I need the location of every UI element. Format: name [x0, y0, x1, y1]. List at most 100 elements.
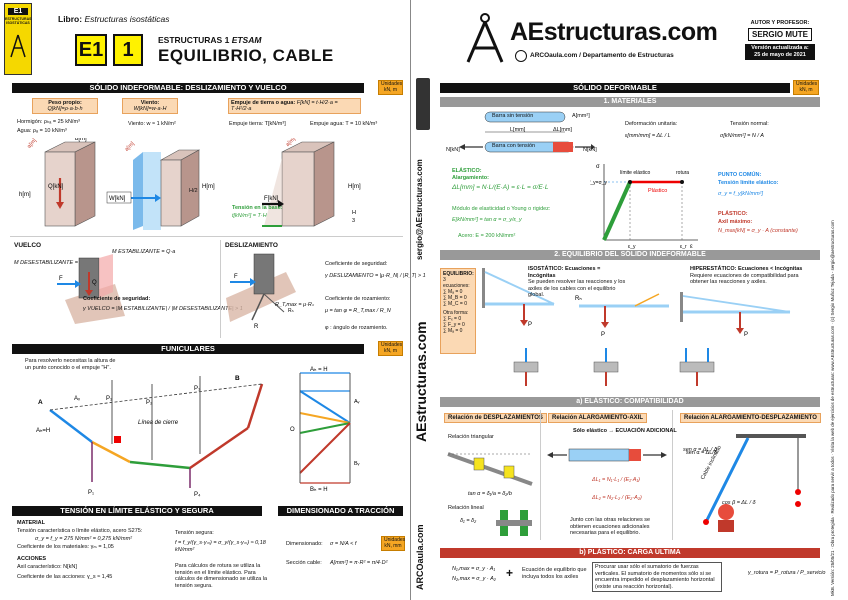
svg-text:H[m]: H[m] — [202, 184, 215, 190]
rozamiento-formula: μ = tan φ = R_T,max / R_N — [325, 308, 391, 314]
equilibrio-iso-diagram-2: P Rₕ — [575, 293, 669, 338]
book-cover-line: ESTRUCTURAS — [5, 17, 32, 21]
compat-alargamiento-axil: Relación ALARGAMIENTO-AXIL — [548, 413, 648, 423]
iso-title: ISOSTÁTICO: Ecuaciones = Incógnitas — [528, 266, 601, 279]
equilibrio-iso-diagram-1: P — [482, 268, 555, 328]
viento-value: Viento: w ≈ 1 kN/m² — [128, 121, 176, 127]
rt-max-label: R_T,max = μ·Rₙ — [275, 302, 315, 308]
license-icons — [416, 78, 430, 130]
sumatorio-note: Procurar usar sólo el sumatorio de fuerz… — [592, 562, 722, 592]
number-badge: 1 — [113, 34, 143, 66]
svg-text:h[m]: h[m] — [19, 192, 31, 198]
svg-text:ε: ε — [690, 244, 693, 250]
svg-text:P₁: P₁ — [88, 490, 94, 496]
arco-vertical: ARCOaula.com — [415, 524, 425, 590]
young-label: Módulo de elasticidad o Young o rigidez: — [452, 206, 551, 212]
hiper-body: Requiere ecuaciones de compatibilidad pa… — [690, 272, 799, 286]
acciones-heading: ACCIONES — [17, 556, 47, 562]
arco-logo-icon — [515, 50, 527, 62]
tension-base-label: Tensión en la base: — [232, 205, 283, 211]
acero-value: Acero: E = 200 kN/mm² — [458, 233, 516, 239]
section-title-funiculares: FUNICULARES — [12, 344, 364, 354]
viento-label: Viento: — [140, 100, 160, 106]
svg-text:F: F — [234, 274, 238, 280]
svg-text:A: A — [38, 399, 43, 406]
brand-subtitle: ARCOaula.com / Departamento de Estructur… — [530, 52, 674, 59]
svg-text:Aₕ = H: Aₕ = H — [310, 367, 328, 373]
eq-item: ∑ M_B = 0 — [443, 295, 467, 301]
junto-note: Junto con las otras relaciones se obtien… — [570, 517, 651, 536]
alargamiento-bar-diagram — [547, 448, 667, 462]
alargamiento-formula: ΔL[mm] = N·L/(E·A) = ε·L = σ/E·L — [452, 184, 549, 191]
barra-diagram — [459, 111, 595, 153]
eq-sub: 3 ecuaciones: — [443, 277, 470, 289]
book-name: Estructuras isostáticas — [84, 14, 170, 24]
svg-text:rotura: rotura — [676, 170, 689, 176]
material-line-3: Coeficiente de los materiales: γₘ = 1,05 — [17, 544, 114, 550]
eq-item: ∑ Fₓ = 0 — [443, 316, 462, 322]
h-half-label: H/2 — [189, 188, 198, 194]
svg-text:Aₕ=H: Aₕ=H — [36, 428, 50, 434]
units-badge: Unidades kN, m — [378, 341, 403, 356]
updated-box: Versión actualizada a:25 de mayo de 2021 — [745, 44, 815, 60]
svg-text:Aᵥ: Aᵥ — [354, 399, 360, 405]
compass-logo-icon — [466, 13, 504, 63]
brand-vertical: AEstructuras.com — [413, 321, 429, 442]
n2-max: N₂,max = σ_y · A₂ — [452, 576, 496, 582]
eq-label: EQUILIBRIO: — [443, 271, 474, 277]
lineal-relation: δ₁ = δ₂ — [460, 518, 477, 524]
svg-text:Línea de cierre: Línea de cierre — [138, 420, 179, 426]
seccion-cable-formula: A[mm²] = π·R² = π/4·D² — [330, 560, 388, 566]
svg-text:b[m]: b[m] — [75, 138, 87, 142]
tension-normal-label: Tensión normal: — [730, 121, 769, 127]
svg-text:límite elástico: límite elástico — [620, 170, 651, 176]
svg-text:sen α = ΔL/δ: sen α = ΔL/δ — [686, 450, 717, 456]
iso-body: Se pueden resolver las reacciones y los … — [528, 279, 626, 298]
solo-elastico: Sólo elástico → ECUACIÓN ADICIONAL — [573, 428, 677, 434]
vuelco-title: VUELCO — [14, 242, 42, 249]
barra-sin-label: Barra sin tensión — [492, 113, 534, 119]
svg-text:R: R — [254, 324, 259, 330]
svg-text:B: B — [235, 375, 240, 382]
book-cover: E1 ESTRUCTURAS ISOSTÁTICAS — [4, 3, 32, 75]
svg-text:a[m]: a[m] — [285, 138, 297, 148]
empuje-tierra: Empuje tierra: T[kN/m³] — [229, 121, 286, 127]
acciones-line-2: Coeficiente de las acciones: γ_s ≈ 1,45 — [17, 574, 113, 580]
plus-sign: + — [506, 566, 514, 580]
svg-text:3: 3 — [352, 218, 355, 224]
section-equilibrio: 2. EQUILIBRIO DEL SÓLIDO INDEFORMABLE — [440, 250, 820, 260]
hormigon-value: Hormigón: ρₕₐ = 25 kN/m³ — [17, 119, 80, 125]
tension-base-formula: t[kN/m²] = T·H — [232, 213, 267, 219]
punto-comun-label: PUNTO COMÚN: — [718, 172, 762, 178]
n1-max: N₁,max = σ_y · A₁ — [452, 566, 496, 572]
compat-alargamiento-desplazamiento: Relación ALARGAMIENTO-DESPLAZAMIENTO — [680, 413, 821, 423]
subject: ESTRUCTURAS 1 ETSAM — [158, 35, 261, 45]
svg-text:P₄: P₄ — [194, 492, 201, 498]
funiculares-note: Para resolverlo necesitas la altura de u… — [25, 358, 116, 371]
svg-text:P: P — [528, 322, 532, 328]
delta-l2-formula: ΔL₂ = N₂·L₂ / (E₂·A₂) — [592, 495, 642, 501]
tension-nota: Para cálculos de rotura se utiliza la te… — [175, 563, 268, 589]
tan-relation: tan α = δ₁/a = δ₂/b — [468, 491, 512, 497]
section-title-solido-deformable: SÓLIDO DEFORMABLE — [440, 83, 790, 93]
section-compatibilidad: a) ELÁSTICO: COMPATIBILIDAD — [440, 397, 820, 407]
svg-text:ε_r: ε_r — [680, 244, 687, 250]
eq-item: ∑ Mₐ = 0 — [443, 289, 463, 295]
eq-otra: Otra forma: — [443, 310, 469, 316]
section-title-dimensionado: DIMENSIONADO A TRACCIÓN — [278, 506, 403, 516]
svg-text:Aᵥ: Aᵥ — [74, 396, 80, 402]
relacion-lineal: Relación lineal — [448, 505, 484, 511]
svg-text:P₂: P₂ — [146, 400, 153, 406]
viento-box: Viento:W[kN]=w·a·H — [122, 98, 178, 114]
units-badge: Unidades kN, mm — [381, 536, 405, 551]
svg-text:Rₙ: Rₙ — [288, 308, 294, 314]
agua-value: Agua: ρₐ = 10 kN/m³ — [17, 128, 67, 134]
punto-comun-sub: Tensión límite elástico: — [718, 180, 779, 186]
equilibrio-note: Ecuación de equilibrio que incluya todos… — [522, 567, 587, 580]
svg-text:O: O — [290, 427, 295, 433]
svg-text:ε_y: ε_y — [628, 244, 636, 250]
book-title: Libro: Estructuras isostáticas — [58, 14, 169, 24]
peso-label: Peso propio: — [48, 100, 82, 106]
